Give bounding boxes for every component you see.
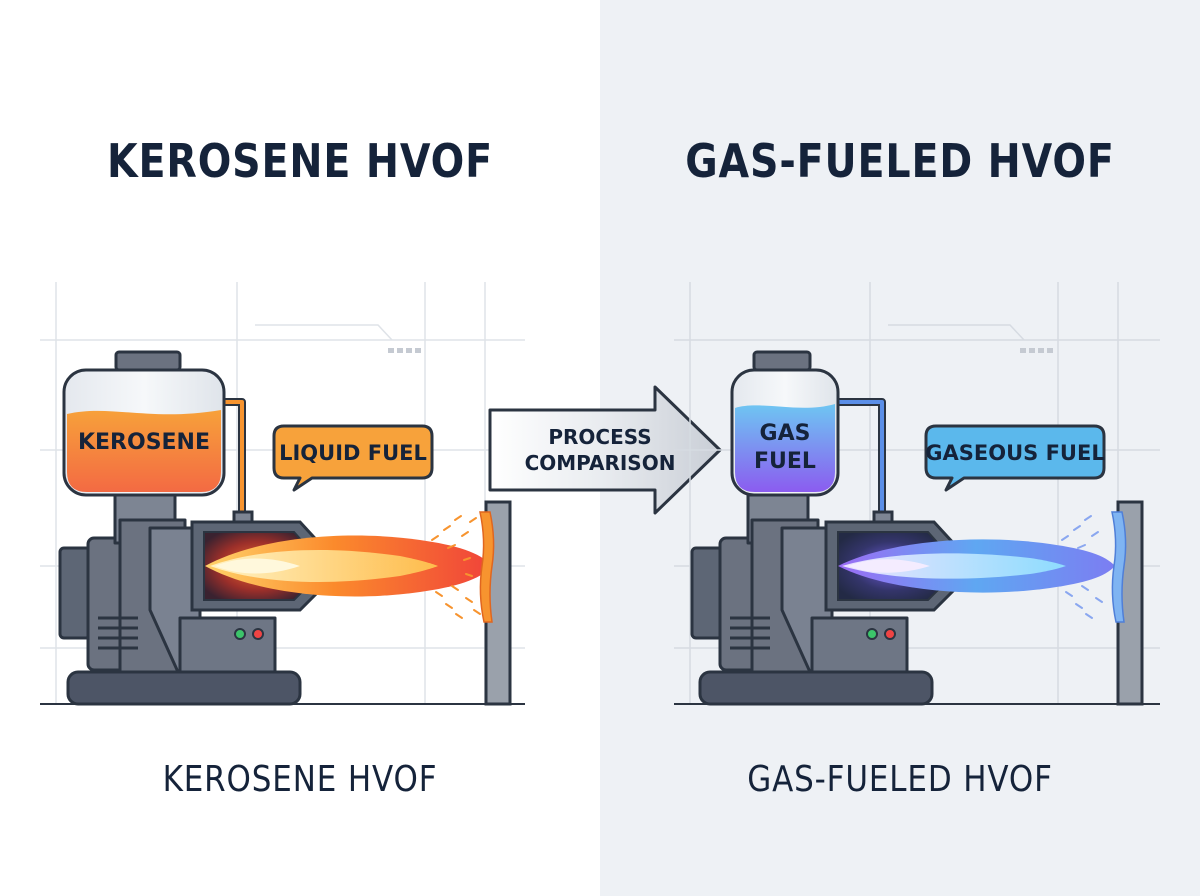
kerosene-title: KEROSENE HVOF bbox=[106, 134, 494, 188]
kerosene-spray-particles bbox=[431, 515, 481, 619]
grid-dots-right bbox=[1020, 348, 1053, 353]
fuel-line bbox=[222, 400, 244, 530]
vent-grille bbox=[98, 616, 138, 650]
gas-scene: GAS FUEL GASEOUS FUEL bbox=[674, 282, 1160, 706]
kerosene-flame bbox=[205, 535, 492, 597]
kerosene-tank-label: KEROSENE bbox=[78, 430, 210, 455]
gaseous-fuel-callout: GASEOUS FUEL bbox=[924, 424, 1106, 492]
liquid-fuel-callout: LIQUID FUEL bbox=[272, 424, 434, 492]
grid-dots bbox=[388, 348, 421, 353]
gas-title: GAS-FUELED HVOF bbox=[685, 134, 1115, 188]
gaseous-fuel-label: GASEOUS FUEL bbox=[925, 441, 1104, 465]
gas-caption: GAS-FUELED HVOF bbox=[747, 759, 1053, 800]
gas-tank-label-line1: GAS bbox=[760, 421, 811, 446]
status-light-green-gas bbox=[866, 628, 878, 640]
gas-line bbox=[838, 400, 884, 530]
gas-spray-particles bbox=[1061, 515, 1103, 619]
gas-tank: GAS FUEL bbox=[730, 350, 840, 497]
status-light-red-gas bbox=[884, 628, 896, 640]
arrow-label-line1: PROCESS bbox=[548, 425, 651, 449]
status-light-red bbox=[252, 628, 264, 640]
vent-grille-gas bbox=[730, 616, 770, 650]
kerosene-scene: KEROSENE LIQUID FUEL bbox=[40, 282, 525, 706]
hvof-machine-gas bbox=[690, 493, 934, 706]
gas-tank-label-line2: FUEL bbox=[754, 449, 816, 474]
process-comparison-arrow: PROCESS COMPARISON bbox=[488, 385, 722, 515]
kerosene-substrate bbox=[479, 500, 512, 706]
kerosene-caption: KEROSENE HVOF bbox=[162, 759, 438, 800]
gas-flame bbox=[838, 539, 1115, 593]
liquid-fuel-label: LIQUID FUEL bbox=[279, 441, 427, 465]
arrow-label-line2: COMPARISON bbox=[525, 451, 676, 475]
status-light-green bbox=[234, 628, 246, 640]
gas-substrate bbox=[1111, 500, 1144, 706]
kerosene-tank: KEROSENE bbox=[62, 350, 226, 497]
